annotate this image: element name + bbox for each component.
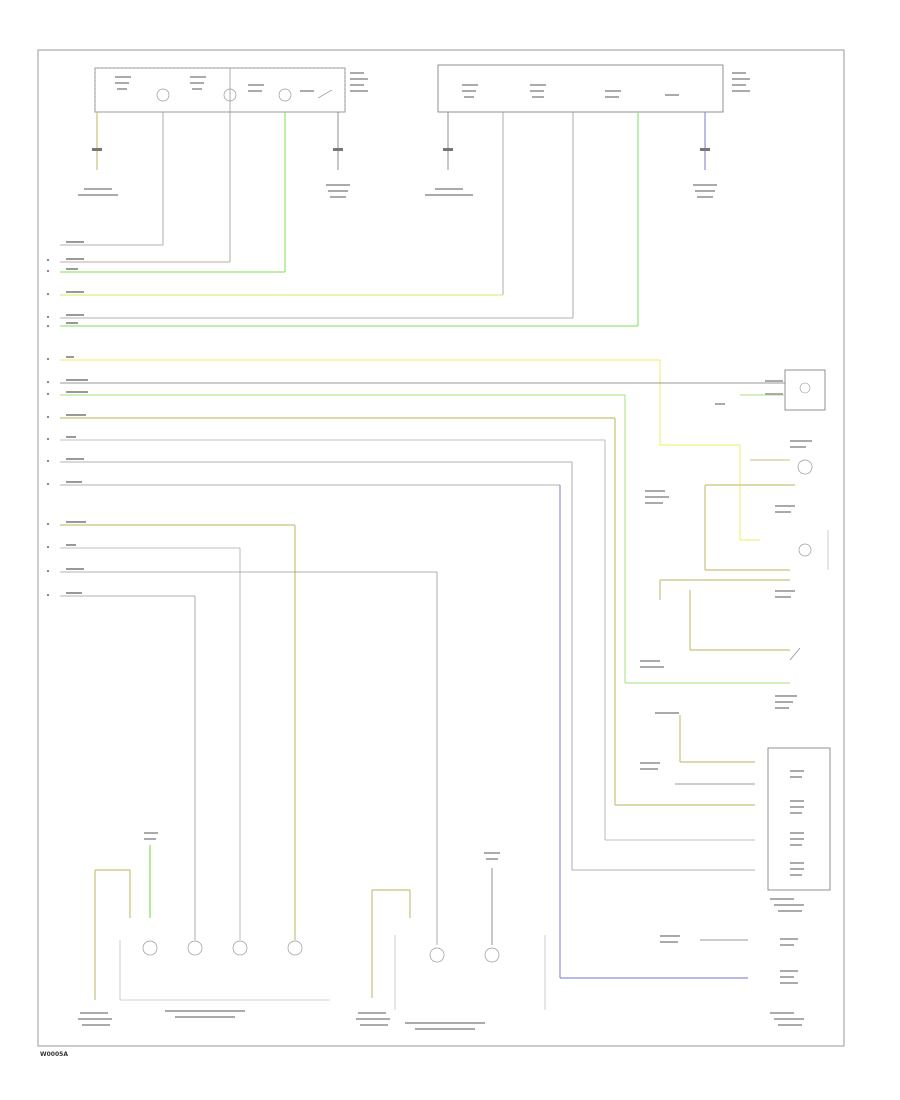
top-left-switch-symbol	[317, 89, 333, 99]
right-lamp-bulb-upper	[797, 459, 813, 475]
bottom-center-bulb-2	[484, 947, 500, 963]
top-left-lamp-assembly	[94, 67, 368, 113]
left-pin-markers	[47, 259, 49, 596]
diagram-frame	[37, 49, 845, 1047]
bottom-center-lamp-assembly	[356, 852, 546, 1030]
harness-wires	[60, 244, 760, 979]
diagram-code: W0005A	[40, 1051, 68, 1058]
right-connector-box	[784, 369, 826, 411]
top-left-bulb-1	[156, 88, 170, 102]
bottom-left-lamp-assembly	[78, 832, 330, 1026]
bottom-center-bulb-1	[429, 947, 445, 963]
wire-color-labels	[66, 241, 88, 594]
bottom-left-bulb-3	[232, 940, 248, 956]
top-left-bulb-3	[278, 88, 292, 102]
bottom-left-bulb-1	[142, 940, 158, 956]
top-right-assembly-box	[437, 64, 724, 113]
right-lamp-bulb-lower	[798, 543, 812, 557]
bottom-left-bulb-2	[187, 940, 203, 956]
top-right-lamp-assembly	[437, 64, 750, 113]
right-side-components	[572, 369, 831, 1026]
bottom-left-bulb-4	[287, 940, 303, 956]
right-lamp-assembly-box	[767, 747, 831, 891]
